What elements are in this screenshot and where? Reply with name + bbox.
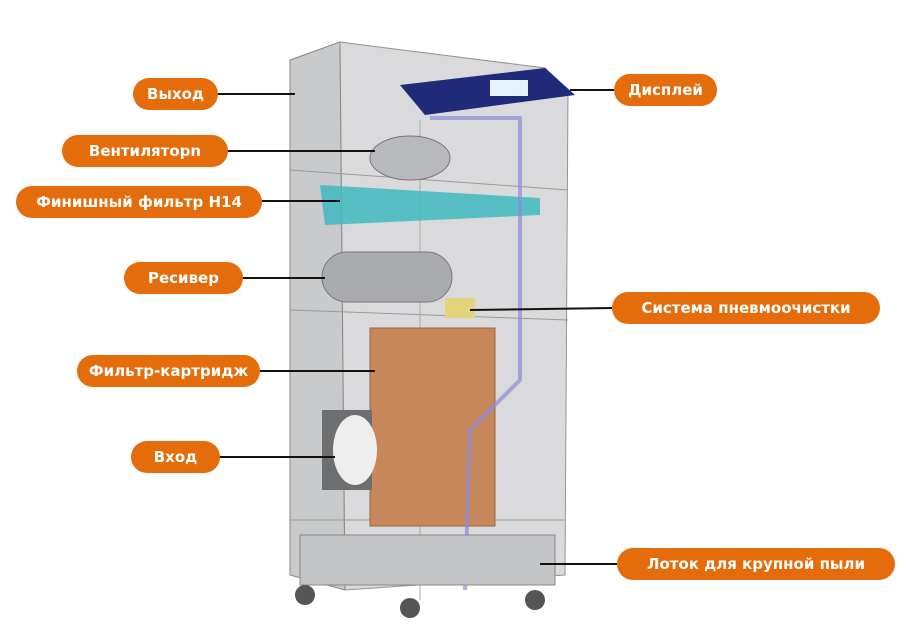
air-tube [430, 116, 522, 591]
final-filter-shape [320, 185, 540, 225]
leader-lines [218, 89, 617, 565]
pneumo-valve [445, 298, 475, 318]
label-pneumo: Система пневмоочистки [612, 292, 880, 324]
receiver-tank [321, 251, 453, 303]
display-screen [490, 80, 528, 96]
label-cartridge: Фильтр-картридж [77, 355, 260, 387]
label-fan: Вентиляторn [62, 135, 228, 167]
label-receiver: Ресивер [124, 262, 243, 294]
wheel [295, 585, 315, 605]
display-panel [400, 68, 575, 115]
label-display: Дисплей [614, 74, 717, 106]
label-final-filter: Финишный фильтр H14 [16, 186, 262, 218]
wheel [400, 598, 420, 618]
cartridge-shape [369, 327, 496, 527]
dust-tray-shape [299, 534, 556, 586]
fan-shape [369, 135, 451, 181]
cabinet-side [289, 41, 346, 591]
label-dust-tray: Лоток для крупной пыли [617, 548, 895, 580]
wheel [525, 590, 545, 610]
label-exit: Выход [133, 78, 218, 110]
inlet-opening [333, 415, 377, 485]
label-inlet: Вход [131, 441, 220, 473]
